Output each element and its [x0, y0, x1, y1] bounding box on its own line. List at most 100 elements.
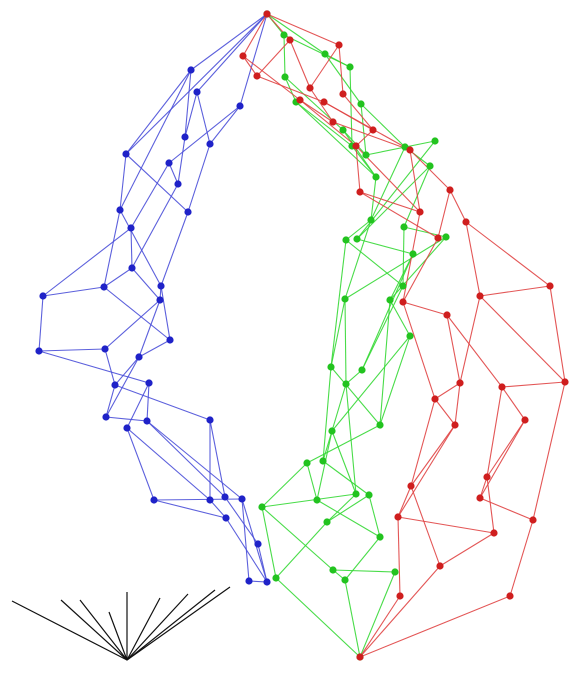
green-edge [333, 570, 395, 572]
axis-ray [80, 600, 127, 660]
green-edge [362, 286, 403, 370]
blue-edge [120, 70, 191, 210]
green-node [342, 380, 349, 387]
green-node [329, 566, 336, 573]
red-node [399, 298, 406, 305]
blue-edge [147, 421, 242, 499]
green-node [303, 459, 310, 466]
red-node [239, 52, 246, 59]
red-edge [487, 420, 525, 477]
green-node [339, 126, 346, 133]
green-edge [345, 299, 346, 384]
green-node [367, 216, 374, 223]
green-node [409, 250, 416, 257]
green-edge [262, 494, 356, 507]
red-edge [435, 383, 460, 399]
green-edge [332, 431, 356, 494]
green-edge [350, 67, 352, 146]
green-edge [345, 220, 371, 299]
red-edge [460, 296, 480, 383]
red-edge [411, 486, 440, 566]
red-edge [466, 222, 550, 286]
red-node [506, 592, 513, 599]
blue-edge [178, 137, 185, 184]
blue-edge [131, 163, 169, 228]
red-edge [480, 296, 565, 382]
green-node [353, 235, 360, 242]
green-edge [307, 425, 380, 463]
blue-edge [106, 417, 147, 421]
blue-edge [39, 351, 149, 383]
blue-node [263, 578, 270, 585]
red-node [407, 482, 414, 489]
red-node [529, 516, 536, 523]
blue-edge [127, 428, 154, 500]
blue-node [122, 150, 129, 157]
red-edge [398, 486, 411, 517]
red-edge [480, 420, 525, 498]
blue-node [193, 88, 200, 95]
green-node [426, 162, 433, 169]
blue-node [111, 381, 118, 388]
blue-edge [126, 70, 191, 154]
blue-node [206, 416, 213, 423]
green-node [342, 236, 349, 243]
blue-node [174, 180, 181, 187]
green-edge [369, 495, 380, 537]
red-edge [447, 315, 460, 383]
red-edge [339, 45, 343, 94]
red-node [521, 416, 528, 423]
green-edge [362, 254, 413, 370]
green-node [386, 296, 393, 303]
green-node [431, 137, 438, 144]
red-edge [438, 190, 450, 238]
green-node [319, 457, 326, 464]
red-edge [550, 286, 565, 382]
red-node [329, 118, 336, 125]
blue-edge [147, 421, 225, 497]
blue-node [100, 283, 107, 290]
blue-node [102, 413, 109, 420]
red-edge [411, 399, 435, 486]
green-node [376, 533, 383, 540]
red-edge [360, 596, 510, 657]
green-node [391, 568, 398, 575]
blue-edge [131, 228, 132, 268]
green-node [406, 332, 413, 339]
blue-edge [104, 210, 120, 287]
red-node [462, 218, 469, 225]
red-node [476, 292, 483, 299]
red-node [431, 395, 438, 402]
green-edge [276, 522, 327, 578]
red-node [320, 98, 327, 105]
blue-node [222, 514, 229, 521]
red-node [306, 84, 313, 91]
green-edge [284, 35, 285, 77]
green-node [341, 576, 348, 583]
green-edge [361, 104, 366, 155]
green-node [358, 366, 365, 373]
red-node [476, 494, 483, 501]
red-edge [533, 382, 565, 520]
green-node [442, 233, 449, 240]
red-node [561, 378, 568, 385]
blue-node [156, 296, 163, 303]
red-edge [398, 425, 455, 517]
red-node [352, 142, 359, 149]
red-edge [398, 517, 400, 596]
red-edge [450, 190, 466, 222]
green-node [372, 173, 379, 180]
green-node [376, 421, 383, 428]
blue-edge [39, 349, 105, 351]
red-edge [403, 302, 447, 315]
axis-ray [127, 587, 230, 660]
blue-edge [210, 106, 240, 144]
blue-node [166, 336, 173, 343]
blue-node [135, 353, 142, 360]
red-edge [487, 477, 494, 533]
red-edge [440, 533, 494, 566]
blue-node [35, 347, 42, 354]
red-edge [466, 222, 480, 296]
blue-node [123, 424, 130, 431]
blue-edge [154, 500, 226, 518]
